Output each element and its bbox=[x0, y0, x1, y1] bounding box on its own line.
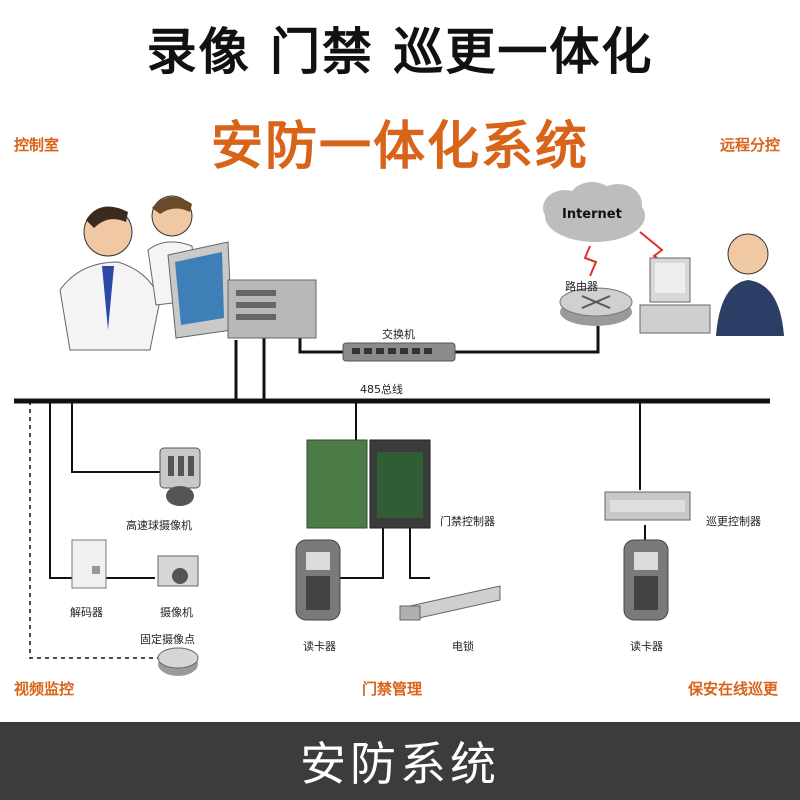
decoder-icon bbox=[71, 539, 107, 589]
router-icon bbox=[559, 287, 633, 326]
camera-icon bbox=[157, 555, 199, 587]
electric-lock-icon bbox=[399, 585, 501, 621]
patrol-controller-icon bbox=[604, 491, 691, 521]
internet-cloud-icon bbox=[543, 182, 645, 242]
decoder-line bbox=[49, 401, 72, 579]
camera-label: 摄像机 bbox=[160, 606, 193, 619]
control-room-operators-icon bbox=[59, 195, 317, 351]
card-reader-2-icon bbox=[623, 539, 669, 621]
switch-to-router-line bbox=[455, 326, 600, 354]
fixed-camera-dome-icon bbox=[157, 647, 199, 676]
door-controller-label: 门禁控制器 bbox=[440, 515, 495, 528]
door-controller-icon bbox=[306, 439, 431, 529]
main-title: 录像 门禁 巡更一体化 bbox=[146, 23, 654, 81]
card-reader-1-icon bbox=[295, 539, 341, 621]
patrol-controller-label: 巡更控制器 bbox=[706, 515, 761, 528]
speed-dome-line bbox=[71, 401, 160, 473]
zone-access-management: 门禁管理 bbox=[362, 680, 423, 698]
lock-link bbox=[409, 528, 430, 579]
footer-caption: 安防系统 bbox=[300, 737, 500, 791]
system-diagram bbox=[14, 182, 784, 676]
speed-dome-camera-icon bbox=[159, 447, 201, 506]
zone-security-patrol: 保安在线巡更 bbox=[688, 680, 779, 698]
bus-485-label: 485总线 bbox=[360, 383, 403, 396]
speed-dome-label: 高速球摄像机 bbox=[126, 519, 192, 532]
zone-control-room: 控制室 bbox=[14, 136, 60, 154]
decoder-label: 解码器 bbox=[70, 606, 103, 619]
card-reader-1-label: 读卡器 bbox=[303, 640, 336, 653]
lightning-link-router bbox=[583, 245, 598, 277]
video-dashed-link bbox=[29, 401, 160, 659]
zone-remote-control: 远程分控 bbox=[720, 136, 781, 154]
switch-icon bbox=[342, 342, 456, 362]
internet-label: Internet bbox=[562, 207, 622, 222]
fixed-camera-label: 固定摄像点 bbox=[140, 633, 195, 646]
electric-lock-label: 电锁 bbox=[452, 640, 474, 653]
switch-label: 交换机 bbox=[382, 328, 415, 341]
footer-bar bbox=[0, 722, 800, 800]
remote-operator-icon bbox=[639, 233, 784, 336]
system-subtitle: 安防一体化系统 bbox=[210, 117, 589, 177]
router-label: 路由器 bbox=[565, 280, 598, 293]
reader-link-1 bbox=[340, 528, 384, 579]
card-reader-2-label: 读卡器 bbox=[630, 640, 663, 653]
zone-video-monitoring: 视频监控 bbox=[14, 680, 75, 698]
